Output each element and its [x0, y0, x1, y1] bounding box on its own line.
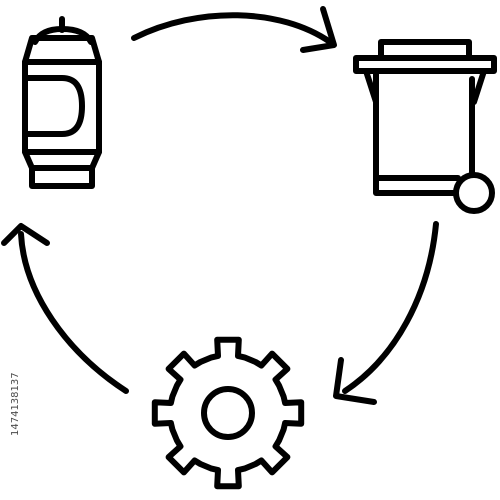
- curved-arrow-icon: [131, 6, 337, 53]
- soda-can-icon: [22, 16, 102, 189]
- watermark-id-text: 1474138137: [10, 372, 21, 436]
- recycling-bin-icon: [353, 39, 497, 214]
- gear-icon: [151, 336, 305, 490]
- curved-arrow-icon: [333, 221, 439, 405]
- curved-arrow-icon: [1, 223, 129, 394]
